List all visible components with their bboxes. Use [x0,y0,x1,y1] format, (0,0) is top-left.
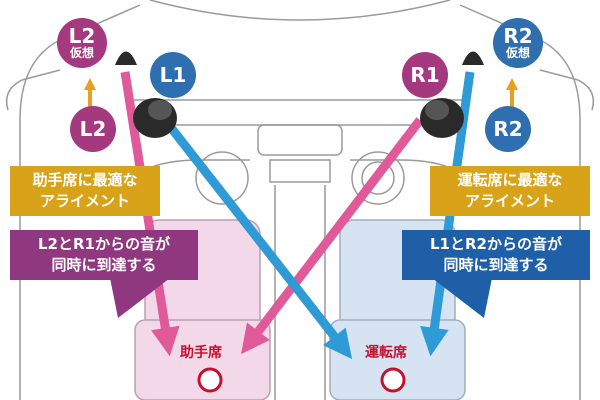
r1-badge: R1 [402,52,448,98]
r2-label: R2 [493,117,523,141]
r2-tweeter-icon [462,51,484,65]
r1-label: R1 [410,63,440,87]
l1-label: L1 [159,63,187,87]
driver-arrival-line2: 同時に到達する [443,256,549,274]
driver-target-marker [380,367,406,393]
passenger-arrival-callout: L2とR1からの音が 同時に到達する [10,230,198,280]
l2-virtual-badge: L2 仮想 [57,18,107,68]
r2-virtual-sublabel: 仮想 [505,46,530,60]
l1-speaker-icon [133,98,177,138]
passenger-target-marker [197,367,223,393]
driver-seat-label: 運転席 [365,345,407,361]
passenger-seat-label: 助手席 [180,345,222,361]
driver-arrival-callout: L1とR2からの音が 同時に到達する [402,230,590,280]
driver-alignment-callout: 運転席に最適な アライメント [430,166,590,216]
l2-badge: L2 [70,106,116,152]
passenger-alignment-line2: アライメント [39,192,130,210]
r1-speaker-icon [420,98,464,138]
driver-alignment-line2: アライメント [464,192,555,210]
l2-tweeter-icon [115,51,137,65]
driver-arrival-line1: L1とR2からの音が [430,235,562,253]
l1-to-driver-path [161,117,353,360]
passenger-alignment-line1: 助手席に最適な [32,171,138,189]
r2-virtual-badge: R2 仮想 [493,18,543,68]
l2-label: L2 [79,117,107,141]
passenger-arrival-line1: L2とR1からの音が [38,235,170,253]
driver-callout-pointer [432,278,492,318]
passenger-callout-pointer [110,278,170,318]
r2-badge: R2 [485,106,531,152]
r1-to-passenger-path [241,117,424,355]
l1-badge: L1 [150,52,196,98]
driver-alignment-line1: 運転席に最適な [457,171,563,189]
r2-virtual-label: R2 [503,24,533,48]
passenger-arrival-line2: 同時に到達する [51,256,157,274]
passenger-alignment-callout: 助手席に最適な アライメント [10,166,160,216]
l2-virtual-sublabel: 仮想 [69,46,94,60]
l2-virtual-label: L2 [68,24,96,48]
